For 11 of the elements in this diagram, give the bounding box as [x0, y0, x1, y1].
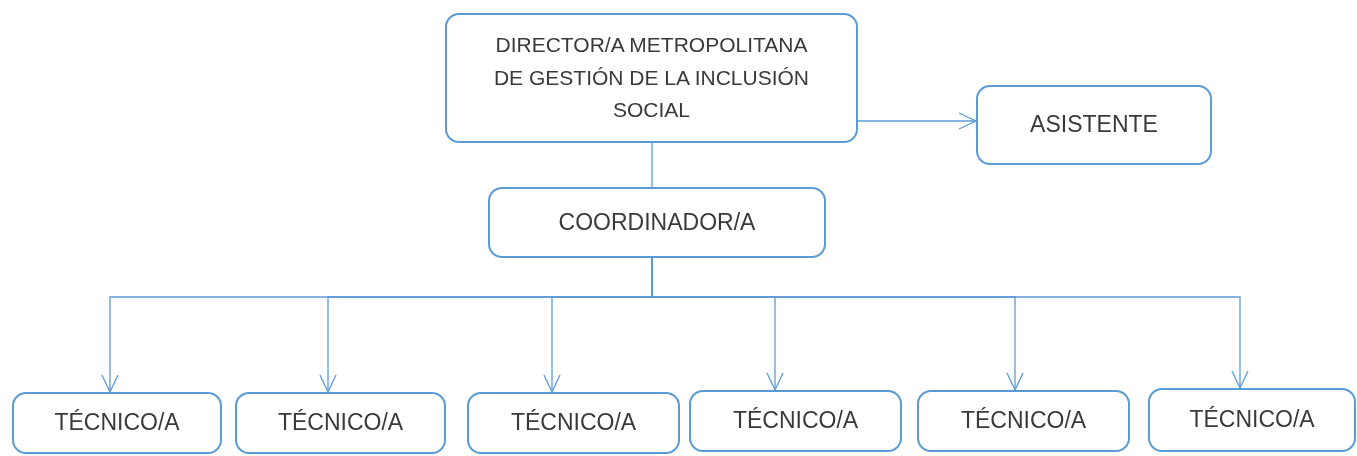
position-box: TÉCNICO/A — [467, 392, 680, 454]
arrow — [857, 112, 977, 130]
position-box: TÉCNICO/A — [12, 392, 222, 454]
position-box: COORDINADOR/A — [488, 187, 826, 258]
position-box: ASISTENTE — [976, 85, 1212, 165]
position-box: TÉCNICO/A — [689, 390, 902, 452]
position-box: TÉCNICO/A — [1148, 388, 1356, 452]
position-box: TÉCNICO/A — [235, 392, 446, 454]
position-box: DIRECTOR/A METROPOLITANA DE GESTIÓN DE LA INCLUSIÓN SOCIAL — [445, 13, 858, 143]
position-box: TÉCNICO/A — [917, 390, 1130, 452]
connector-line — [651, 142, 653, 188]
